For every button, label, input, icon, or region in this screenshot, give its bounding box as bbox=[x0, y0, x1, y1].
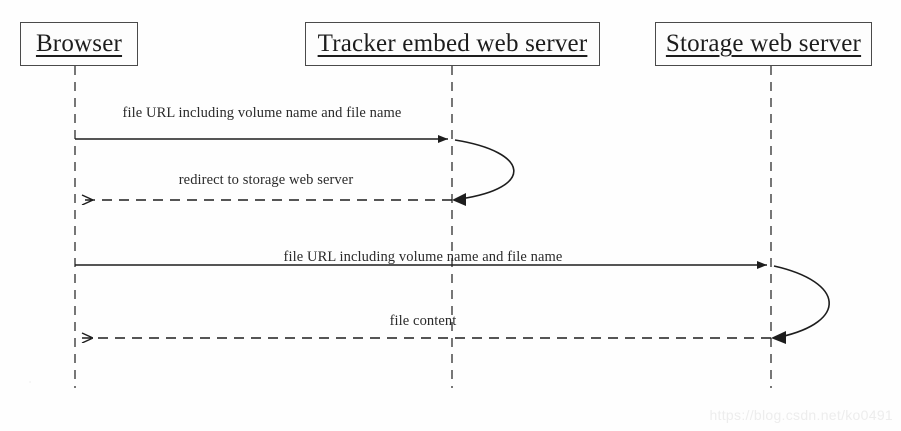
actor-box-tracker[interactable]: Tracker embed web server bbox=[305, 22, 600, 66]
actor-label-tracker: Tracker embed web server bbox=[317, 30, 588, 57]
self-loop-storage-arrowhead bbox=[771, 331, 786, 344]
message-label-2: redirect to storage web server bbox=[178, 172, 354, 188]
message-label-3: file URL including volume name and file … bbox=[283, 249, 563, 265]
message-label-1: file URL including volume name and file … bbox=[122, 105, 402, 121]
watermark-text: https://blog.csdn.net/ko0491 bbox=[709, 407, 893, 423]
lifelines bbox=[74, 66, 772, 388]
actor-box-storage[interactable]: Storage web server bbox=[655, 22, 872, 66]
self-loop-tracker-arrowhead bbox=[452, 193, 466, 206]
actor-label-browser: Browser bbox=[35, 30, 123, 57]
actor-box-browser[interactable]: Browser bbox=[20, 22, 138, 66]
self-loop-storage-curve bbox=[773, 265, 830, 338]
ghost-artifact-text: . bbox=[28, 368, 33, 387]
self-loop-tracker-curve bbox=[454, 139, 515, 200]
message-label-4: file content bbox=[389, 313, 457, 329]
actor-label-storage: Storage web server bbox=[665, 30, 862, 57]
